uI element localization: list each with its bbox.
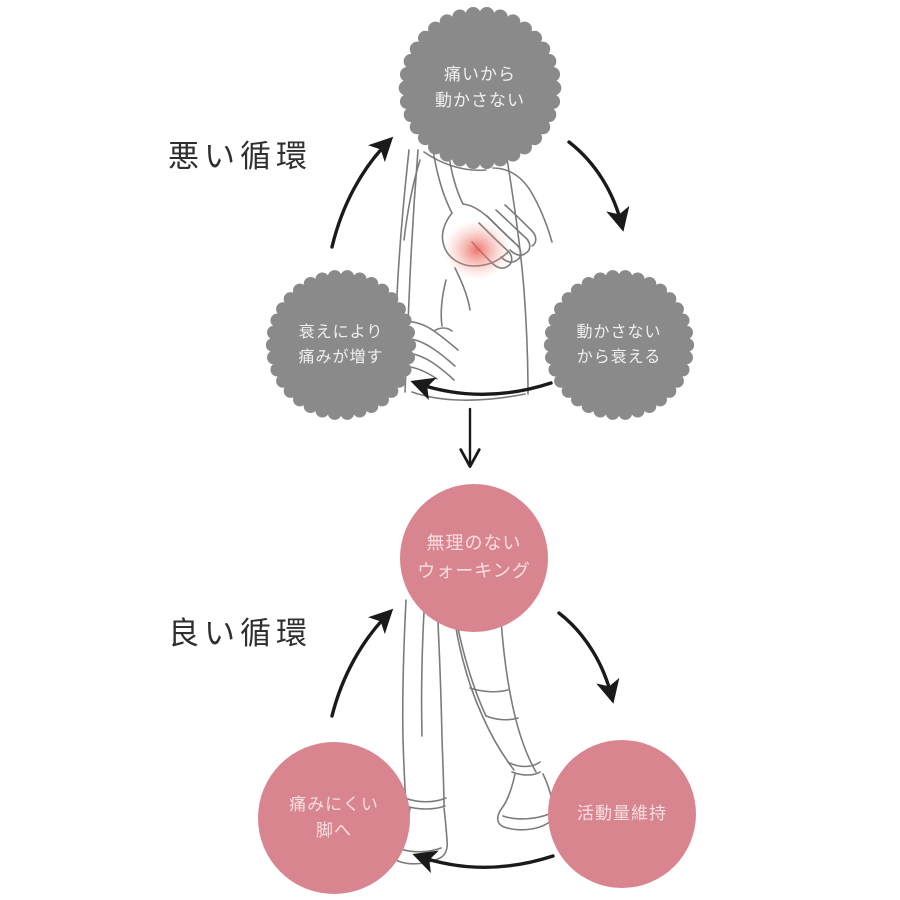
bubble-good-cycle-bottom-left: 痛みにくい 脚へ [258, 742, 410, 894]
bubble-line: ウォーキング [417, 561, 531, 582]
bubble-bad-cycle-bottom-right: 動かさない から衰える [546, 272, 692, 418]
bubble-line: 痛いから [444, 64, 516, 85]
bubble-line: 衰えにより [298, 322, 384, 342]
walking-legs-illustration [392, 599, 555, 865]
bubble-line: 動かさない [576, 322, 662, 342]
arrow-good-top-to-right [557, 611, 620, 704]
bubble-line: 動かさない [435, 91, 525, 111]
bubble-line: 無理のない [426, 533, 522, 555]
arrow-good-left-to-top [330, 608, 394, 718]
bad-cycle-heading: 悪い循環 [168, 139, 312, 175]
bubble-good-cycle-bottom-right: 活動量維持 [548, 740, 696, 888]
bubble-line: から衰える [576, 347, 662, 366]
bubble-good-cycle-top: 無理のない ウォーキング [400, 484, 548, 632]
bubble-line: 活動量維持 [577, 803, 667, 824]
arrow-good-right-to-left [412, 850, 555, 874]
bubble-bad-cycle-top: 痛いから 動かさない [401, 9, 559, 167]
arrow-bad-top-to-right [567, 140, 630, 232]
bubble-line: 痛みが増す [298, 347, 384, 366]
pain-highlight-icon [443, 220, 511, 280]
arrow-bad-right-to-left [410, 377, 553, 401]
bubble-line: 痛みにくい [289, 794, 379, 815]
bubble-bad-cycle-bottom-left: 衰えにより 痛みが増す [268, 272, 414, 418]
bubble-line: 脚へ [315, 821, 352, 841]
arrow-bad-left-to-top [330, 136, 394, 249]
good-cycle-heading: 良い循環 [168, 616, 312, 652]
